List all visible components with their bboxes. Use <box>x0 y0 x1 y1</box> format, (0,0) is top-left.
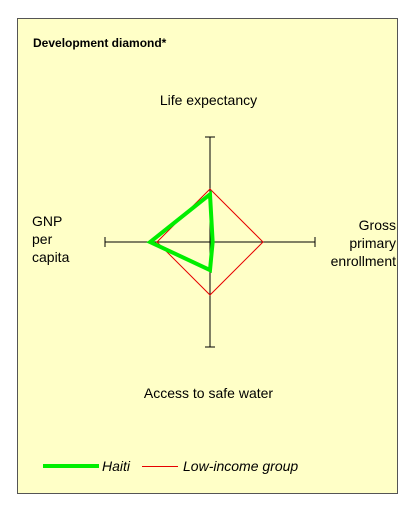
axis-label-line: capita <box>32 249 70 265</box>
legend-swatch-low-income-group <box>142 465 179 467</box>
axis-label-line: Gross <box>358 217 396 233</box>
axis-label-line: per <box>32 231 53 247</box>
axis-label-access-to-safe-water: Access to safe water <box>143 385 274 401</box>
development-diamond-chart <box>104 136 316 348</box>
chart-panel: Development diamond* Life expectancy GNP… <box>17 18 398 494</box>
axis-label-line: enrollment <box>330 253 396 269</box>
legend-swatch-haiti <box>43 464 99 468</box>
axis-label-life-expectancy: Life expectancy <box>159 92 258 108</box>
axis-label-gnp-per-capita: GNP per capita <box>32 212 69 266</box>
axis-label-line: primary <box>349 235 396 251</box>
legend-label-haiti: Haiti <box>102 458 131 474</box>
axis-label-gross-primary-enrollment: Gross primary enrollment <box>331 216 396 270</box>
series-haiti <box>146 190 215 274</box>
axis-label-line: GNP <box>32 213 63 229</box>
legend: Haiti Low-income group <box>43 458 298 474</box>
legend-label-low-income-group: Low-income group <box>183 458 299 474</box>
chart-title: Development diamond* <box>33 36 167 50</box>
